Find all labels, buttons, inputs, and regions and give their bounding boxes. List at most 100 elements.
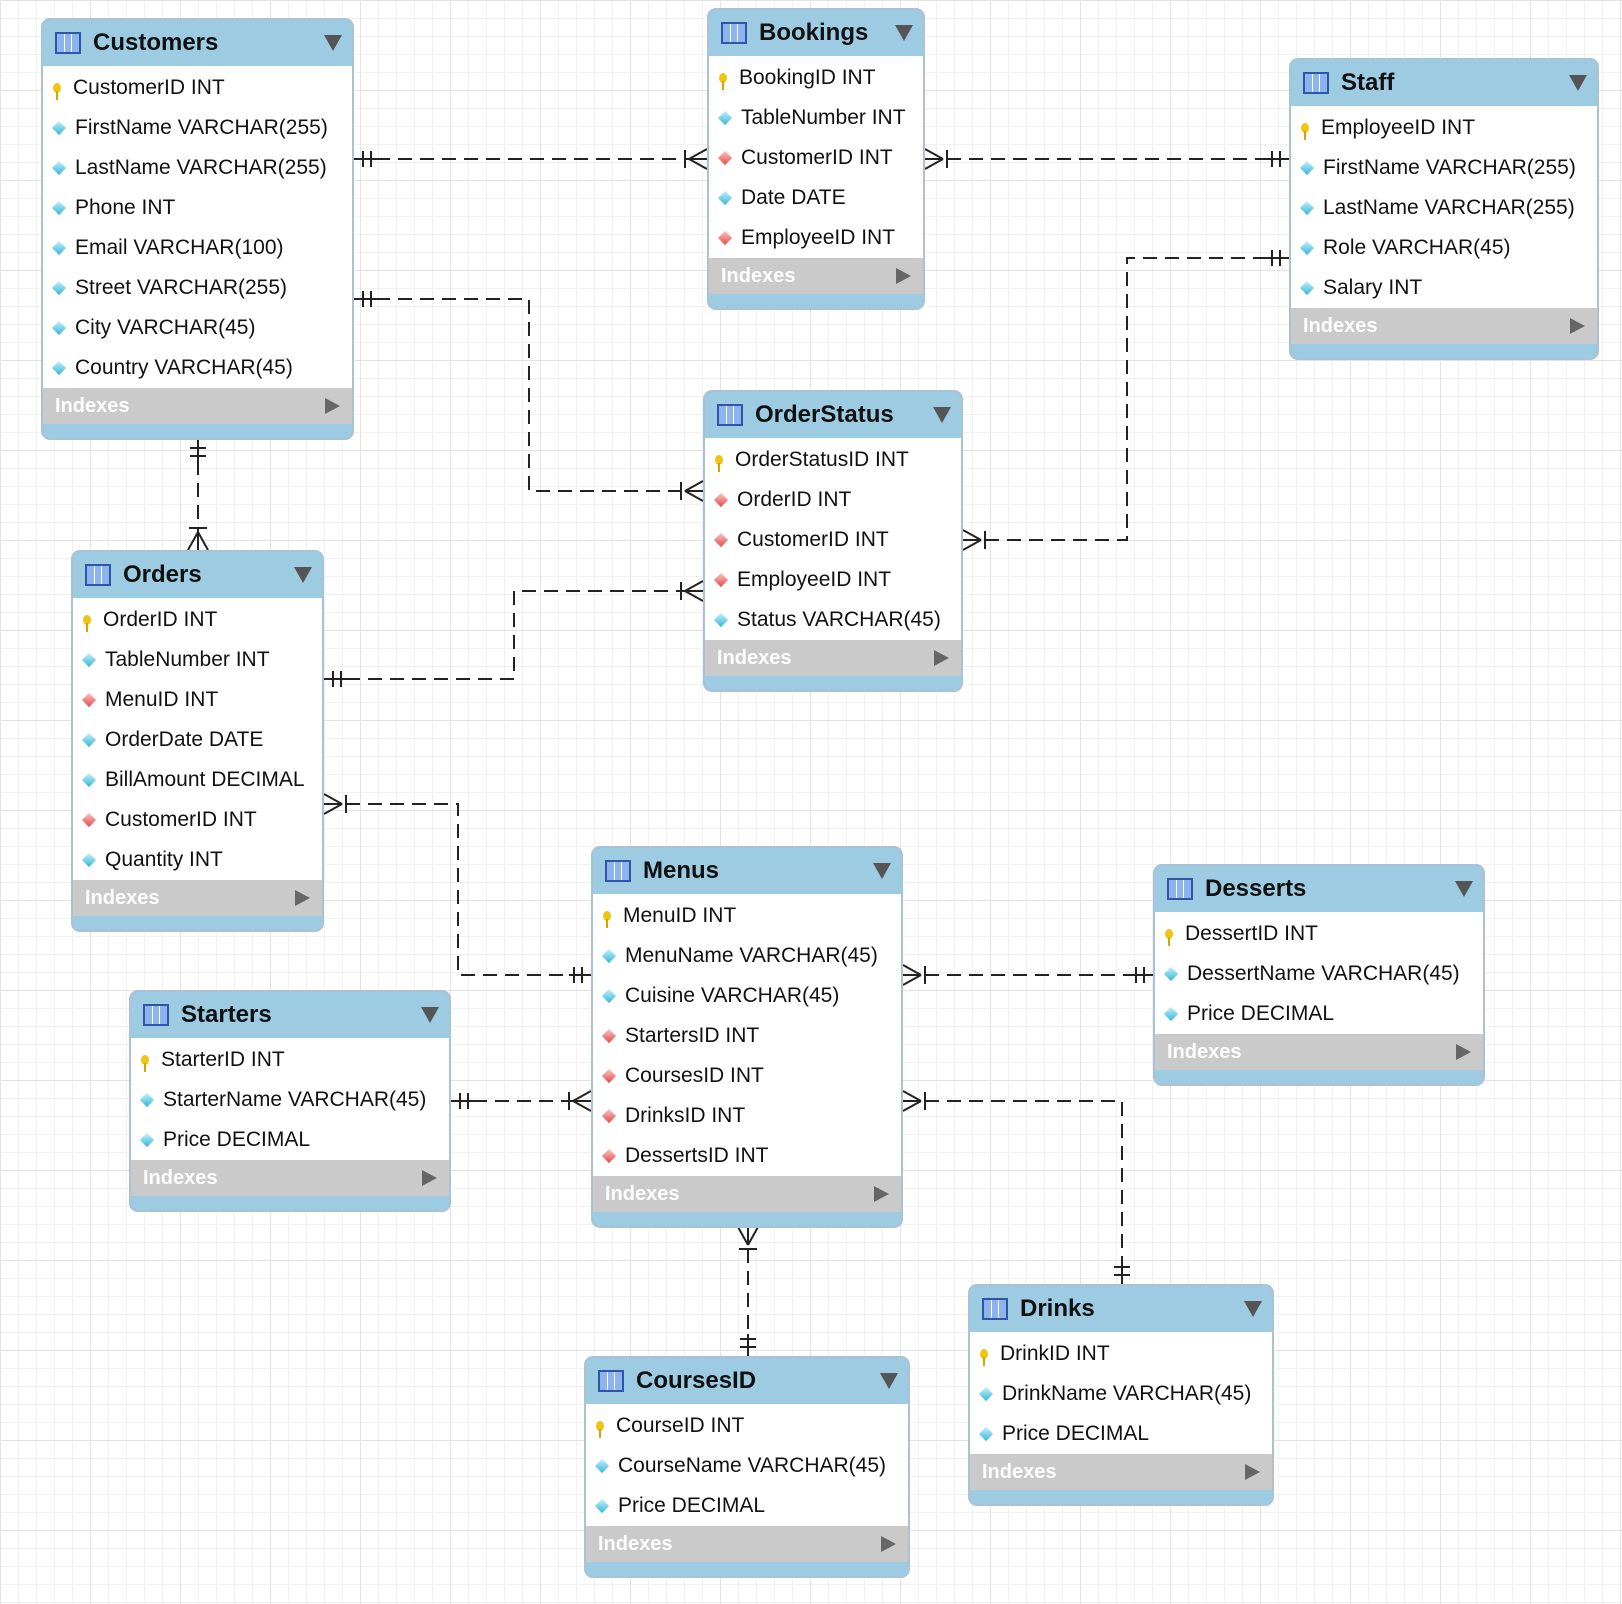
collapse-caret-icon[interactable] (933, 407, 951, 423)
collapse-caret-icon[interactable] (324, 35, 342, 51)
column-row[interactable]: MenuName VARCHAR(45) (593, 936, 901, 976)
expand-arrow-icon[interactable] (1245, 1464, 1260, 1480)
expand-arrow-icon[interactable] (325, 398, 340, 414)
collapse-caret-icon[interactable] (1569, 75, 1587, 91)
column-row[interactable]: Role VARCHAR(45) (1291, 228, 1597, 268)
expand-arrow-icon[interactable] (881, 1536, 896, 1552)
table-header[interactable]: Drinks (970, 1286, 1272, 1332)
column-row[interactable]: Status VARCHAR(45) (705, 600, 961, 640)
column-row[interactable]: CourseID INT (586, 1406, 908, 1446)
indexes-section[interactable]: Indexes (586, 1526, 908, 1562)
column-row[interactable]: Salary INT (1291, 268, 1597, 308)
column-row[interactable]: BookingID INT (709, 58, 923, 98)
column-row[interactable]: Price DECIMAL (586, 1486, 908, 1526)
column-row[interactable]: Cuisine VARCHAR(45) (593, 976, 901, 1016)
indexes-section[interactable]: Indexes (1291, 308, 1597, 344)
column-row[interactable]: Date DATE (709, 178, 923, 218)
column-row[interactable]: DessertName VARCHAR(45) (1155, 954, 1483, 994)
column-row[interactable]: StarterName VARCHAR(45) (131, 1080, 449, 1120)
column-row[interactable]: StartersID INT (593, 1016, 901, 1056)
expand-arrow-icon[interactable] (1570, 318, 1585, 334)
column-row[interactable]: OrderID INT (705, 480, 961, 520)
column-icon (139, 1092, 155, 1108)
indexes-section[interactable]: Indexes (131, 1160, 449, 1196)
table-header[interactable]: Starters (131, 992, 449, 1038)
expand-arrow-icon[interactable] (896, 268, 911, 284)
column-row[interactable]: StarterID INT (131, 1040, 449, 1080)
indexes-section[interactable]: Indexes (1155, 1034, 1483, 1070)
column-row[interactable]: FirstName VARCHAR(255) (43, 108, 352, 148)
column-row[interactable]: CustomerID INT (709, 138, 923, 178)
column-row[interactable]: CustomerID INT (705, 520, 961, 560)
indexes-section[interactable]: Indexes (43, 388, 352, 424)
indexes-section[interactable]: Indexes (593, 1176, 901, 1212)
expand-arrow-icon[interactable] (934, 650, 949, 666)
column-row[interactable]: Country VARCHAR(45) (43, 348, 352, 388)
column-row[interactable]: EmployeeID INT (705, 560, 961, 600)
indexes-section[interactable]: Indexes (705, 640, 961, 676)
table-header[interactable]: Staff (1291, 60, 1597, 106)
column-row[interactable]: Email VARCHAR(100) (43, 228, 352, 268)
column-row[interactable]: DrinksID INT (593, 1096, 901, 1136)
column-row[interactable]: OrderDate DATE (73, 720, 322, 760)
column-row[interactable]: EmployeeID INT (1291, 108, 1597, 148)
column-row[interactable]: CourseName VARCHAR(45) (586, 1446, 908, 1486)
column-row[interactable]: City VARCHAR(45) (43, 308, 352, 348)
column-row[interactable]: MenuID INT (73, 680, 322, 720)
column-row[interactable]: Price DECIMAL (970, 1414, 1272, 1454)
column-row[interactable]: Price DECIMAL (131, 1120, 449, 1160)
column-row[interactable]: CustomerID INT (73, 800, 322, 840)
column-row[interactable]: DessertID INT (1155, 914, 1483, 954)
table-header[interactable]: Bookings (709, 10, 923, 56)
column-row[interactable]: CoursesID INT (593, 1056, 901, 1096)
collapse-caret-icon[interactable] (421, 1007, 439, 1023)
column-row[interactable]: OrderStatusID INT (705, 440, 961, 480)
collapse-caret-icon[interactable] (895, 25, 913, 41)
table-header[interactable]: Menus (593, 848, 901, 894)
indexes-section[interactable]: Indexes (709, 258, 923, 294)
column-row[interactable]: DrinkName VARCHAR(45) (970, 1374, 1272, 1414)
expand-arrow-icon[interactable] (874, 1186, 889, 1202)
table-header[interactable]: Orders (73, 552, 322, 598)
column-row[interactable]: OrderID INT (73, 600, 322, 640)
collapse-caret-icon[interactable] (873, 863, 891, 879)
column-row[interactable]: CustomerID INT (43, 68, 352, 108)
expand-arrow-icon[interactable] (422, 1170, 437, 1186)
column-row[interactable]: DrinkID INT (970, 1334, 1272, 1374)
table-header[interactable]: CoursesID (586, 1358, 908, 1404)
collapse-caret-icon[interactable] (1244, 1301, 1262, 1317)
column-row[interactable]: EmployeeID INT (709, 218, 923, 258)
column-row[interactable]: Street VARCHAR(255) (43, 268, 352, 308)
column-row[interactable]: Phone INT (43, 188, 352, 228)
table-header[interactable]: OrderStatus (705, 392, 961, 438)
column-row[interactable]: MenuID INT (593, 896, 901, 936)
expand-arrow-icon[interactable] (1456, 1044, 1471, 1060)
column-row[interactable]: BillAmount DECIMAL (73, 760, 322, 800)
column-row[interactable]: DessertsID INT (593, 1136, 901, 1176)
collapse-caret-icon[interactable] (880, 1373, 898, 1389)
column-row[interactable]: LastName VARCHAR(255) (43, 148, 352, 188)
column-row[interactable]: TableNumber INT (73, 640, 322, 680)
column-row[interactable]: LastName VARCHAR(255) (1291, 188, 1597, 228)
indexes-section[interactable]: Indexes (73, 880, 322, 916)
indexes-section[interactable]: Indexes (970, 1454, 1272, 1490)
column-row[interactable]: Quantity INT (73, 840, 322, 880)
column-row[interactable]: TableNumber INT (709, 98, 923, 138)
table-header[interactable]: Customers (43, 20, 352, 66)
column-row[interactable]: Price DECIMAL (1155, 994, 1483, 1034)
collapse-caret-icon[interactable] (294, 567, 312, 583)
collapse-caret-icon[interactable] (1455, 881, 1473, 897)
column-row[interactable]: FirstName VARCHAR(255) (1291, 148, 1597, 188)
expand-arrow-icon[interactable] (295, 890, 310, 906)
table-header[interactable]: Desserts (1155, 866, 1483, 912)
